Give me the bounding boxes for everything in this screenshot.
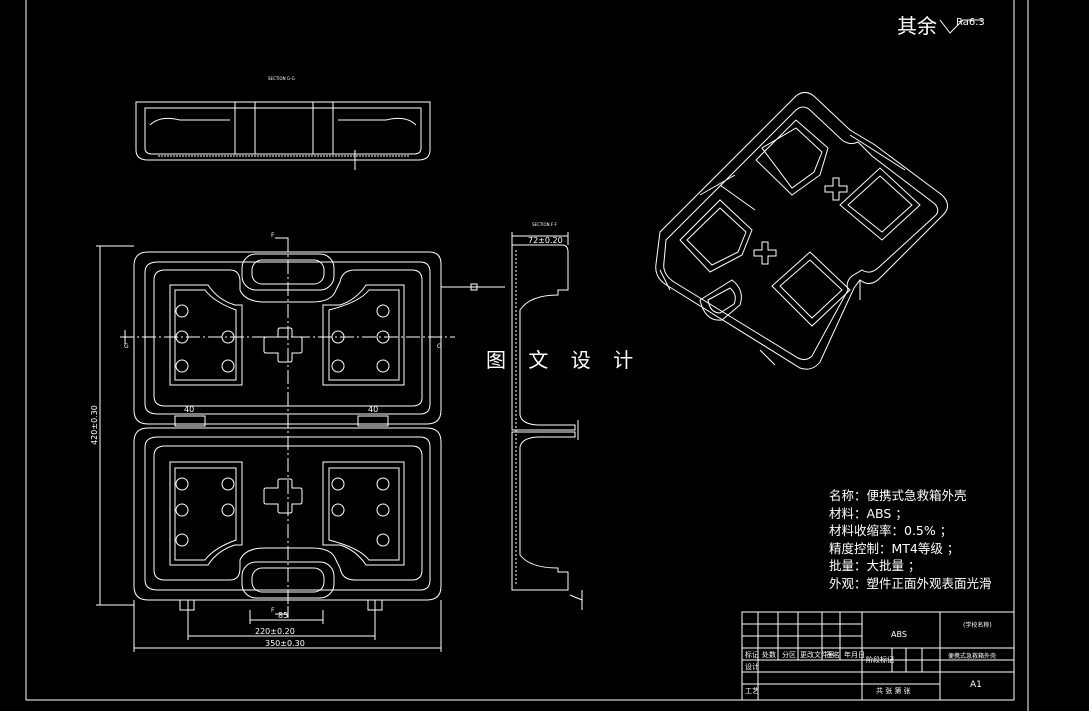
title-sheet-size: A1: [970, 680, 982, 690]
side-section-view: [511, 232, 583, 610]
title-material: ABS: [891, 630, 907, 639]
title-process-label: 工艺: [745, 687, 759, 695]
isometric-view: [655, 92, 948, 370]
watermark-text: 图 文 设 计: [486, 348, 642, 372]
title-row-label-5: 年月日: [844, 650, 865, 659]
width-dim-inner-label: 220±0.20: [255, 627, 295, 636]
rib-dim-left-label: 40: [184, 405, 194, 414]
spec-note-appearance: 外观：塑件正面外观表面光滑: [829, 575, 992, 591]
cut-label-f-bottom: F: [271, 607, 275, 614]
side-dim-label: 72±0.20: [528, 236, 563, 245]
title-sheet-label: 共 张 第 张: [876, 686, 911, 695]
height-dim-label: 420±0.30: [90, 405, 99, 445]
title-row-label-4: 签名: [826, 650, 840, 659]
title-row-label-3: 更改文件号: [800, 650, 835, 659]
title-part-name: 便携式急救箱外壳: [948, 652, 996, 660]
drawing-frame: [25, 0, 1029, 711]
spec-note-shrinkage: 材料收缩率：0.5% ；: [829, 523, 953, 538]
title-row-label-2: 分区: [782, 650, 796, 659]
side-section-label: SECTION F-F: [532, 222, 558, 227]
roughness-symbol: [939, 19, 982, 34]
cut-label-g-right: G: [437, 343, 442, 350]
title-block: [741, 611, 1015, 701]
front-view-upper: [133, 251, 442, 427]
width-dim-outer-label: 350±0.30: [265, 639, 305, 648]
spec-note-material: 材料：ABS ；: [829, 505, 908, 521]
title-row-label-1: 处数: [762, 650, 776, 659]
rib-dim-right-label: 40: [368, 405, 378, 414]
title-unit-label: (学校名称): [963, 621, 992, 629]
spec-notes: 名称：便携式急救箱外壳 材料：ABS ； 材料收缩率：0.5% ； 精度控制：M…: [829, 487, 992, 592]
title-designer-label: 设计: [745, 662, 759, 671]
top-section-view: [135, 101, 431, 170]
top-section-label: SECTION G-G: [268, 76, 295, 81]
spec-note-name: 名称：便携式急救箱外壳: [829, 488, 967, 503]
cut-label-f-top: F: [271, 232, 275, 239]
front-view-dimensions: [96, 237, 505, 652]
handle-dim-label: 85: [278, 611, 288, 620]
cut-label-g-left: G: [124, 343, 129, 350]
roughness-value: Ra6.3: [956, 17, 985, 28]
title-row-label-0: 标记: [745, 650, 759, 659]
spec-note-batch: 批量：大批量 ；: [829, 558, 921, 573]
roughness-label: 其余: [897, 14, 937, 38]
spec-note-precision: 精度控制：MT4等级 ；: [829, 540, 960, 556]
title-scale-label: 阶段标记: [866, 655, 894, 664]
